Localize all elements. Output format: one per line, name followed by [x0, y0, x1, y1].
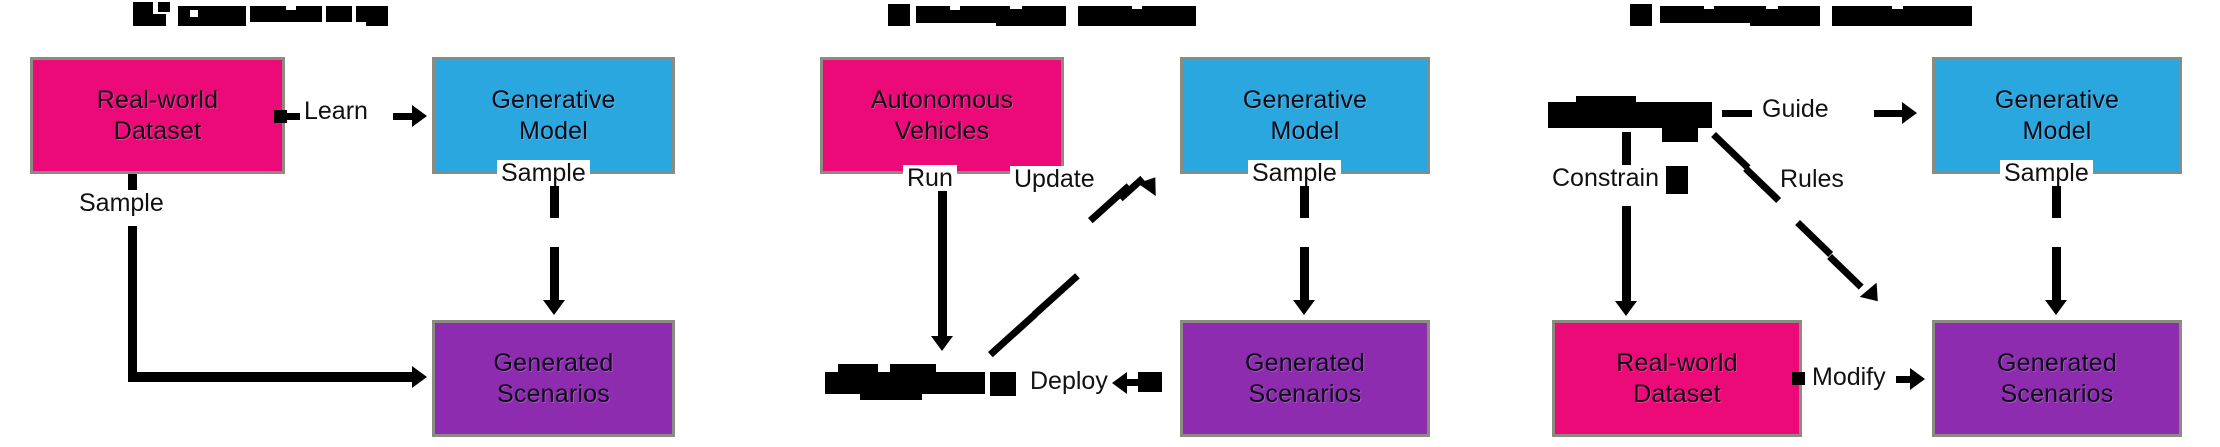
edge-label-update: Update — [1010, 166, 1099, 192]
edge-deploy-target-dot — [1138, 372, 1162, 392]
edge-label-sample: Sample — [1248, 160, 1341, 186]
edge-rules-segment-4 — [1827, 254, 1864, 290]
node-generative-model[interactable]: Generative Model — [1932, 57, 2182, 174]
edge-deploy-line — [1120, 379, 1140, 386]
edge-sample-model-line-top — [550, 174, 559, 218]
node-label-line2: Dataset — [113, 116, 202, 145]
node-label-line1: Generative — [1242, 86, 1368, 114]
edge-sample-model-line-bottom — [550, 247, 559, 305]
edge-constrain-arrowhead — [1615, 301, 1637, 316]
edge-label-constrain-redaction — [1666, 166, 1688, 194]
edge-guide-line-right — [1874, 110, 1906, 117]
edge-run-arrowhead — [931, 336, 953, 351]
node-real-world-dataset[interactable]: Real-world Dataset — [30, 57, 285, 174]
edge-run-line-bottom — [938, 208, 947, 340]
node-generated-scenarios[interactable]: Generated Scenarios — [1932, 320, 2182, 437]
edge-constrain-line-bottom — [1622, 206, 1631, 306]
edge-run-line-top — [938, 174, 947, 214]
node-label-line1: Autonomous — [870, 86, 1014, 114]
edge-label-sample: Sample — [2000, 160, 2093, 186]
edge-sample-line-top — [1300, 174, 1309, 218]
edge-sample-dataset-line-bottom — [128, 226, 137, 376]
edge-update-segment-2 — [1032, 273, 1080, 318]
edge-label-run: Run — [903, 165, 957, 191]
edge-modify-arrowhead — [1910, 368, 1925, 390]
node-label-line2: Scenarios — [497, 379, 610, 408]
edge-deploy-source-dot — [990, 372, 1016, 396]
edge-learn-arrowhead — [412, 105, 427, 127]
edge-label-guide: Guide — [1758, 96, 1833, 122]
node-label-line1: Generative — [1994, 86, 2120, 114]
panel-a: Real-world Dataset Generative Model Gene… — [0, 0, 740, 447]
edge-constrain-line-top — [1622, 132, 1631, 180]
node-label-line2: Model — [2022, 116, 2092, 145]
node-label-line1: Real-world — [96, 86, 219, 114]
edge-learn-line-right — [393, 113, 417, 120]
edge-learn-source-dot — [274, 110, 287, 123]
edge-sample-line-top — [2052, 174, 2061, 218]
node-generative-model[interactable]: Generative Model — [432, 57, 675, 174]
edge-label-constrain: Constrain — [1548, 165, 1663, 191]
edge-deploy-arrowhead — [1112, 372, 1127, 394]
edge-label-sample-dataset: Sample — [75, 190, 168, 216]
node-label-line2: Dataset — [1633, 379, 1721, 408]
edge-update-arrowhead — [1137, 171, 1165, 196]
node-label-line1: Real-world — [1616, 349, 1738, 377]
node-label-line1: Generative — [491, 86, 616, 114]
edge-modify-line — [1896, 376, 1918, 383]
edge-sample-dataset-arrowhead — [412, 366, 427, 388]
node-label-line1: Generated — [1245, 349, 1365, 377]
node-label-line2: Scenarios — [1248, 379, 1362, 408]
edge-rules-arrowhead — [1859, 282, 1887, 309]
edge-sample-arrowhead — [1293, 300, 1315, 315]
edge-sample-line-bottom — [1300, 247, 1309, 305]
node-real-world-dataset[interactable]: Real-world Dataset — [1552, 320, 1802, 437]
edge-label-learn: Learn — [300, 98, 372, 124]
node-label-line2: Model — [518, 116, 589, 145]
panel-b: Autonomous Vehicles Generative Model Gen… — [740, 0, 1480, 447]
node-generative-model[interactable]: Generative Model — [1180, 57, 1430, 174]
edge-rules-segment-3 — [1795, 220, 1834, 257]
edge-sample-model-arrowhead — [543, 300, 565, 315]
edge-label-sample-model: Sample — [497, 160, 590, 186]
node-label-line2: Model — [1270, 116, 1340, 145]
edge-update-segment-1 — [988, 311, 1038, 358]
node-generated-scenarios[interactable]: Generated Scenarios — [1180, 320, 1430, 437]
panel-c: Generative Model Real-world Dataset Gene… — [1480, 0, 2220, 447]
node-generated-scenarios[interactable]: Generated Scenarios — [432, 320, 675, 437]
node-label-line1: Generated — [1997, 349, 2117, 377]
edge-sample-dataset-line-horiz — [128, 372, 418, 382]
node-label-line2: Scenarios — [2000, 379, 2114, 408]
edge-sample-arrowhead — [2045, 300, 2067, 315]
node-autonomous-vehicles[interactable]: Autonomous Vehicles — [820, 57, 1064, 174]
node-label-line1: Generated — [493, 349, 614, 377]
edge-label-modify: Modify — [1808, 364, 1890, 390]
node-label-line2: Vehicles — [894, 116, 990, 145]
edge-learn-line-left — [287, 113, 303, 120]
edge-modify-source-dot — [1792, 372, 1805, 385]
edge-rules-segment-1 — [1711, 132, 1751, 171]
edge-guide-arrowhead — [1902, 102, 1917, 124]
edge-guide-line-left — [1722, 110, 1752, 117]
edge-sample-line-bottom — [2052, 247, 2061, 305]
edge-label-deploy: Deploy — [1026, 368, 1112, 394]
edge-label-rules: Rules — [1776, 166, 1848, 192]
